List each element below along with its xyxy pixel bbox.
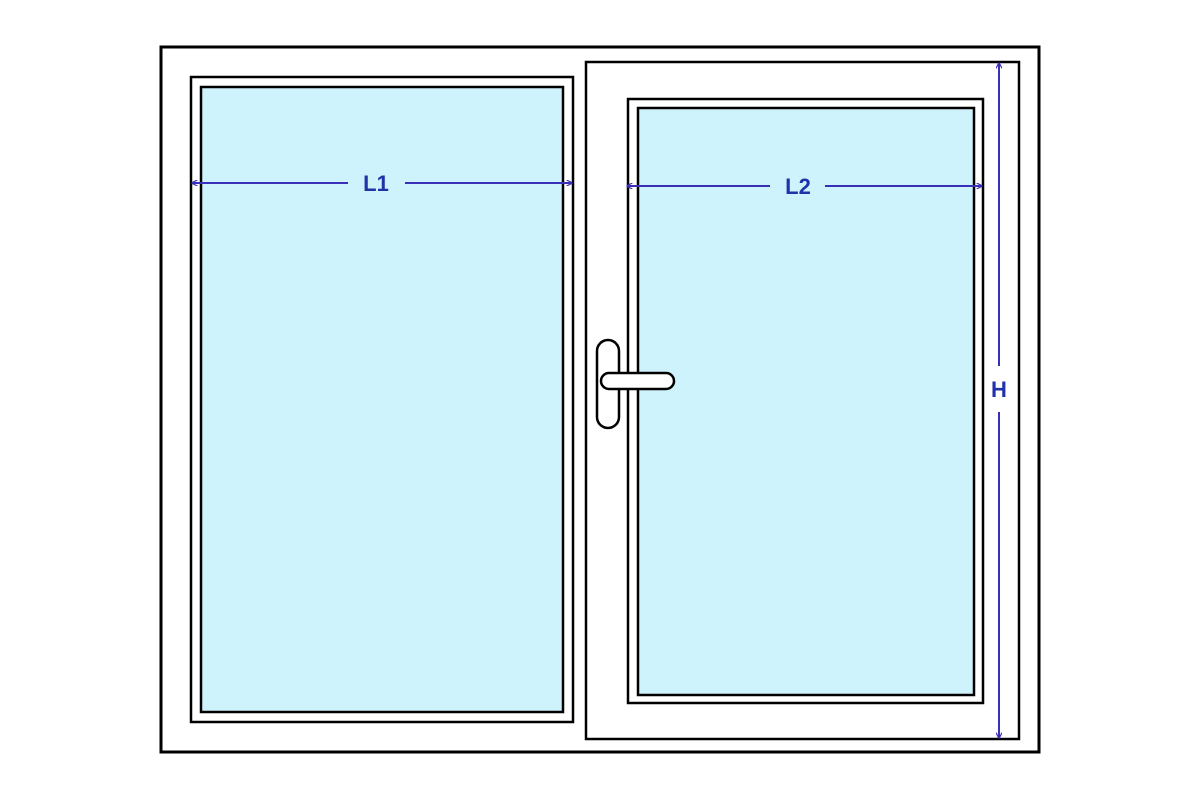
handle-lever (599, 371, 676, 391)
label-h: H (991, 377, 1007, 402)
dimension-l1: L1 (192, 171, 572, 196)
left-pane (189, 75, 575, 724)
window-handle-icon (595, 338, 676, 430)
right-sash (584, 60, 1021, 741)
right-glass (636, 106, 976, 697)
label-l2: L2 (785, 174, 811, 199)
dimension-l2: L2 (627, 174, 982, 199)
label-l1: L1 (363, 171, 389, 196)
dimension-h: H (991, 63, 1007, 738)
left-glass (199, 85, 565, 714)
